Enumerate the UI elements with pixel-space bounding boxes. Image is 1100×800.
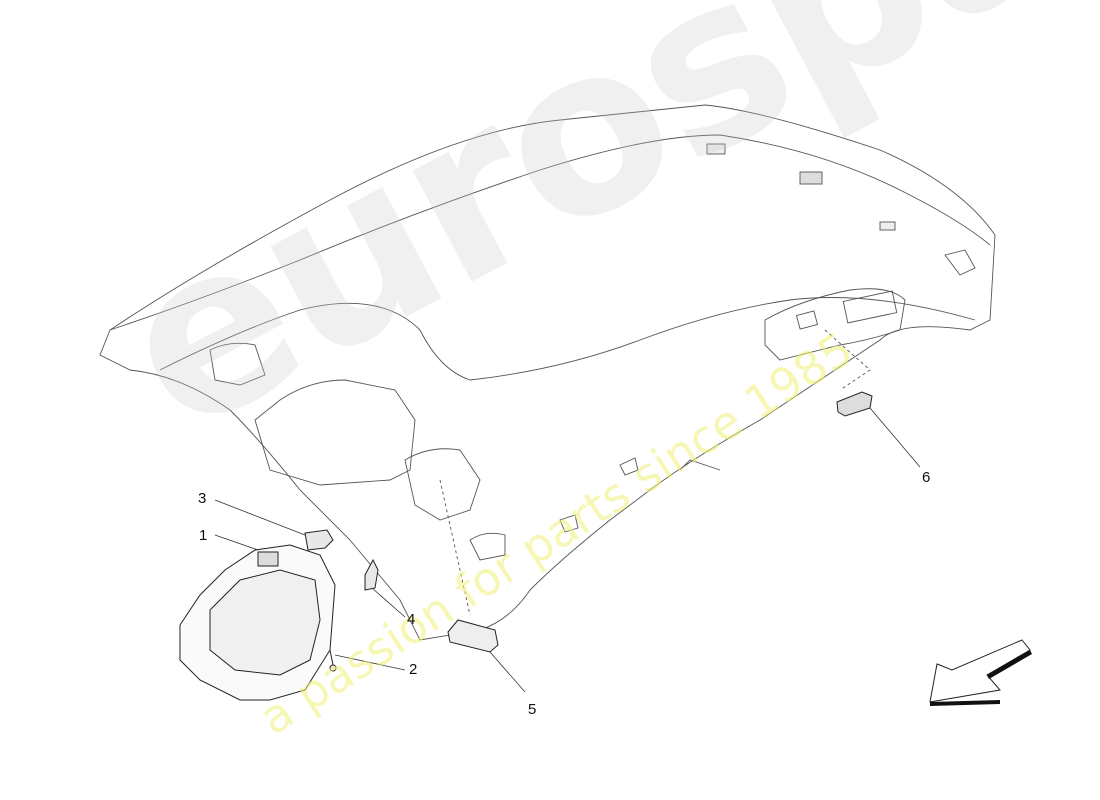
callout-5: 5 <box>528 701 537 718</box>
part-5-courtesy-light <box>447 619 499 653</box>
callout-4: 4 <box>407 611 416 628</box>
front-direction-arrow <box>929 639 1032 706</box>
headliner-outline <box>99 104 996 641</box>
callout-3: 3 <box>198 490 207 507</box>
callout-1: 1 <box>199 527 208 544</box>
callout-6: 6 <box>922 469 931 486</box>
front-console-recess <box>254 379 416 486</box>
part-2-screw <box>329 649 337 672</box>
part-4-bracket <box>364 558 379 591</box>
part-3-bracket <box>304 529 334 551</box>
callout-2: 2 <box>409 661 418 678</box>
part-1-front-console <box>179 544 336 701</box>
part-6-courtesy-light <box>836 391 873 417</box>
